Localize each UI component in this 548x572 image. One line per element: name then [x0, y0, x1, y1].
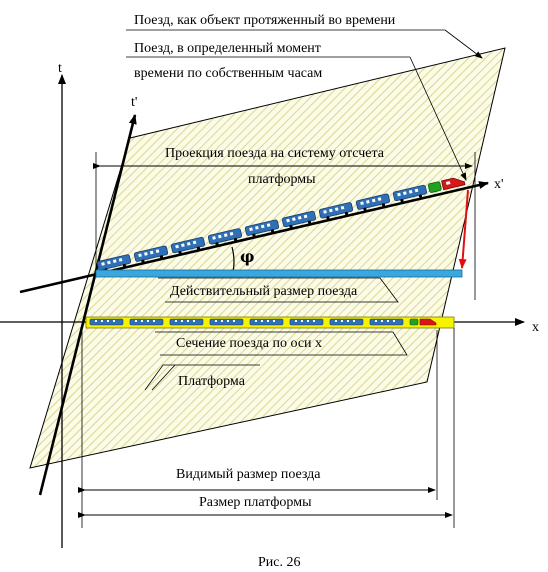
- section-leader: [155, 331, 408, 356]
- real-size-leader: [158, 277, 399, 303]
- train-in-time-label: Поезд, как объект протяженный во времени: [134, 13, 396, 28]
- leader-arrow-1: [444, 29, 483, 59]
- x-axis-label: x: [532, 320, 539, 335]
- platform-leader: [144, 364, 260, 391]
- train-worldsheet: [29, 47, 506, 469]
- leader-arrow-2: [409, 56, 467, 181]
- t-prime-axis: [38, 114, 137, 496]
- phi-label: φ: [240, 247, 254, 266]
- train-green-car: [427, 181, 442, 193]
- real-size-label: Действительный размер поезда: [170, 284, 358, 299]
- locomotive-window: [445, 181, 451, 185]
- platform-size-label: Размер платформы: [199, 495, 312, 510]
- projection-label-line1: Проекция поезда на систему отсчета: [165, 146, 385, 161]
- train-locomotive: [441, 177, 466, 191]
- extension-lines: [81, 152, 476, 528]
- x-prime-axis-label: x': [494, 177, 504, 192]
- tilted-train: [96, 177, 466, 272]
- projection-label-line2: платформы: [248, 172, 316, 187]
- train-moment-label-line1: Поезд, в определенный момент: [134, 41, 321, 56]
- visible-size-label: Видимый размер поезда: [176, 467, 321, 482]
- real-size-bar: [95, 269, 463, 278]
- section-label: Сечение поезда по оси х: [176, 336, 322, 351]
- figure-caption: Рис. 26: [258, 555, 301, 570]
- t-axis-label: t: [58, 61, 62, 76]
- train-windows: [101, 188, 419, 266]
- train-moment-label-line2: времени по собственным часам: [134, 66, 322, 81]
- red-projection-arrow: [458, 189, 469, 269]
- section-train: [89, 318, 437, 326]
- platform-label: Платформа: [178, 374, 246, 389]
- t-prime-axis-label: t': [131, 95, 137, 110]
